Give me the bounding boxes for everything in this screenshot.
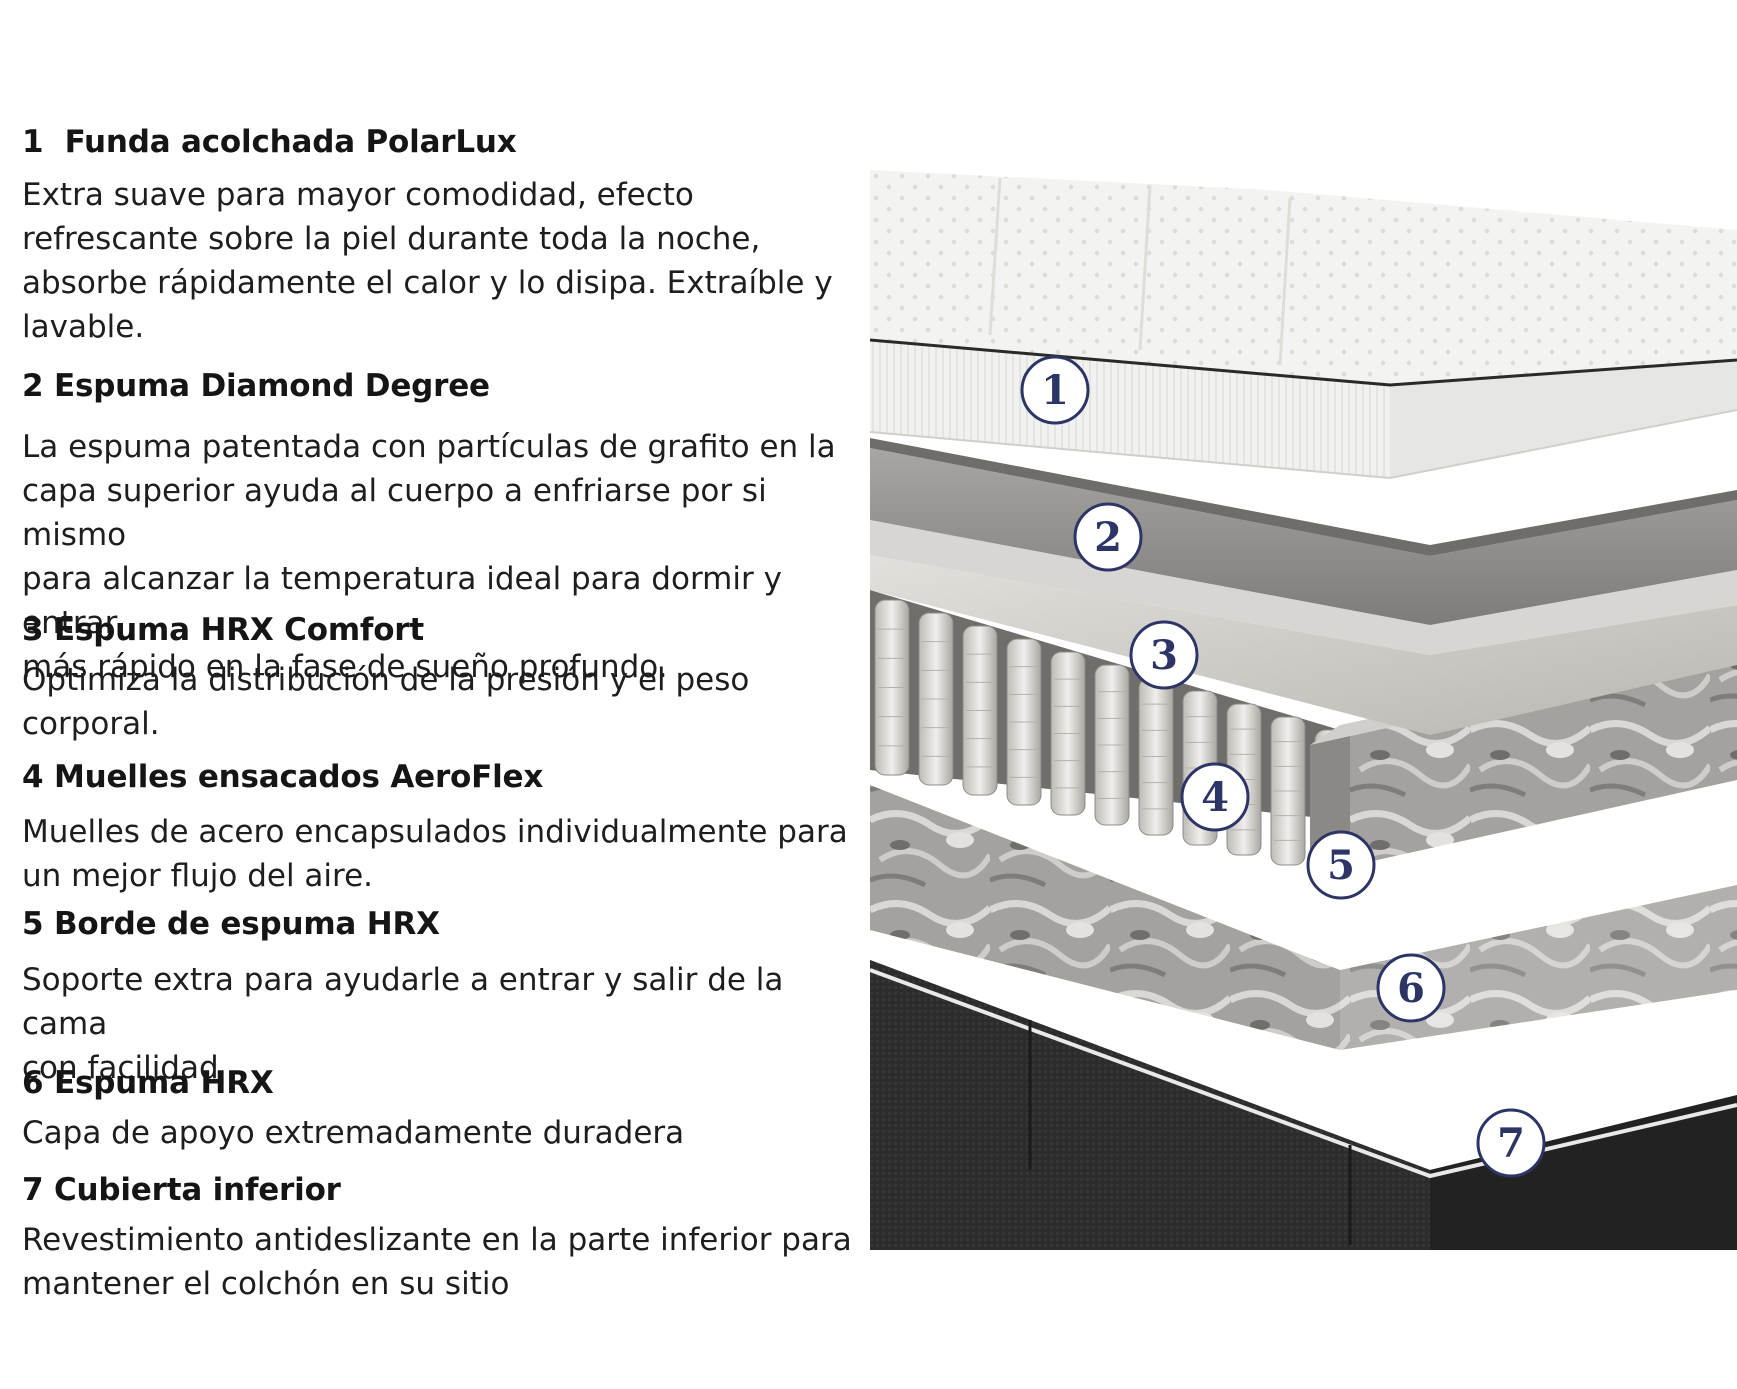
badge-6-label: 6	[1397, 965, 1425, 1012]
badge-1-label: 1	[1041, 367, 1069, 414]
badge-3-label: 3	[1150, 632, 1178, 679]
layer-1-desc-line: Extra suave para mayor comodidad, efecto	[22, 177, 694, 213]
layer-2-description: La espuma patentada con partículas de gr…	[22, 425, 857, 689]
layer-2-desc-line: más rápido en la fase de sueño profundo.	[22, 649, 668, 685]
layer-5-desc-line: Soporte extra para ayudarle a entrar y s…	[22, 962, 784, 1042]
hrx-comfort-foam-layer	[870, 520, 1737, 735]
layer-4-description: Muelles de acero encapsulados individual…	[22, 810, 857, 898]
layer-7-name: Cubierta inferior	[53, 1172, 341, 1208]
layer-7-number: 7	[22, 1172, 44, 1208]
badge-5-label: 5	[1327, 842, 1355, 889]
layer-4-desc-line: Muelles de acero encapsulados individual…	[22, 814, 848, 850]
layer-6-description: Capa de apoyo extremadamente duradera	[22, 1111, 857, 1155]
mattress-cross-section: 1 2 3 4 5 6 7	[870, 170, 1737, 1250]
badge-7-label: 7	[1497, 1120, 1525, 1167]
layer-5-description: Soporte extra para ayudarle a entrar y s…	[22, 958, 857, 1090]
pocket-springs-layer	[870, 590, 1350, 876]
layer-5-number: 5	[22, 906, 44, 942]
badge-6-icon: 6	[1376, 953, 1446, 1023]
layer-7-title: 7 Cubierta inferior	[22, 1172, 341, 1208]
layer-2-title: 2 Espuma Diamond Degree	[22, 368, 490, 404]
layer-badges: 1 2 3 4 5 6 7	[1020, 355, 1546, 1178]
layer-5-desc-line: con facilidad	[22, 1050, 219, 1086]
layer-1-desc-line: absorbe rápidamente el calor y lo disipa…	[22, 265, 833, 301]
badge-4-icon: 4	[1180, 762, 1250, 832]
layer-1-description: Extra suave para mayor comodidad, efecto…	[22, 173, 857, 349]
badge-4-label: 4	[1201, 774, 1229, 821]
layer-6-desc-line: Capa de apoyo extremadamente duradera	[22, 1115, 685, 1151]
hrx-foam-layer	[870, 785, 1737, 1050]
badge-2-icon: 2	[1073, 502, 1143, 572]
layer-3-desc-line: corporal.	[22, 706, 160, 742]
layer-6-number: 6	[22, 1065, 44, 1101]
layer-6-title: 6 Espuma HRX	[22, 1065, 274, 1101]
badge-7-icon: 7	[1476, 1108, 1546, 1178]
layer-3-desc-line: Optimiza la distribución de la presión y…	[22, 662, 750, 698]
layer-4-desc-line: un mejor flujo del aire.	[22, 858, 374, 894]
layer-2-name: Espuma Diamond Degree	[53, 368, 490, 404]
layer-1-name: Funda acolchada PolarLux	[64, 124, 517, 160]
layer-2-desc-line: La espuma patentada con partículas de gr…	[22, 429, 836, 465]
layer-3-description: Optimiza la distribución de la presión y…	[22, 658, 857, 746]
layer-6-name: Espuma HRX	[53, 1065, 274, 1101]
layer-3-number: 3	[22, 612, 44, 648]
layer-4-title: 4 Muelles ensacados AeroFlex	[22, 759, 543, 795]
layer-7-desc-line: Revestimiento antideslizante en la parte…	[22, 1222, 852, 1258]
badge-1-icon: 1	[1020, 355, 1090, 425]
layer-5-name: Borde de espuma HRX	[53, 906, 440, 942]
layer-1-desc-line: lavable.	[22, 309, 145, 345]
layer-2-desc-line: para alcanzar la temperatura ideal para …	[22, 561, 782, 641]
layer-3-title: 3 Espuma HRX Comfort	[22, 612, 424, 648]
badge-5-icon: 5	[1306, 830, 1376, 900]
layer-2-number: 2	[22, 368, 44, 404]
layer-4-number: 4	[22, 759, 44, 795]
layer-2-desc-line: capa superior ayuda al cuerpo a enfriars…	[22, 473, 767, 553]
polarlux-cover-layer	[870, 170, 1737, 480]
layer-1-title: 1 Funda acolchada PolarLux	[22, 124, 517, 160]
layer-5-title: 5 Borde de espuma HRX	[22, 906, 440, 942]
layer-7-description: Revestimiento antideslizante en la parte…	[22, 1218, 857, 1306]
layer-4-name: Muelles ensacados AeroFlex	[53, 759, 544, 795]
bottom-cover-layer	[870, 960, 1737, 1250]
graphite-foam-layer	[870, 438, 1737, 625]
layer-1-desc-line: refrescante sobre la piel durante toda l…	[22, 221, 761, 257]
badge-2-label: 2	[1094, 514, 1122, 561]
layer-7-desc-line: mantener el colchón en su sitio	[22, 1266, 510, 1302]
layer-1-number: 1	[22, 124, 44, 160]
layer-3-name: Espuma HRX Comfort	[53, 612, 425, 648]
badge-3-icon: 3	[1129, 620, 1199, 690]
